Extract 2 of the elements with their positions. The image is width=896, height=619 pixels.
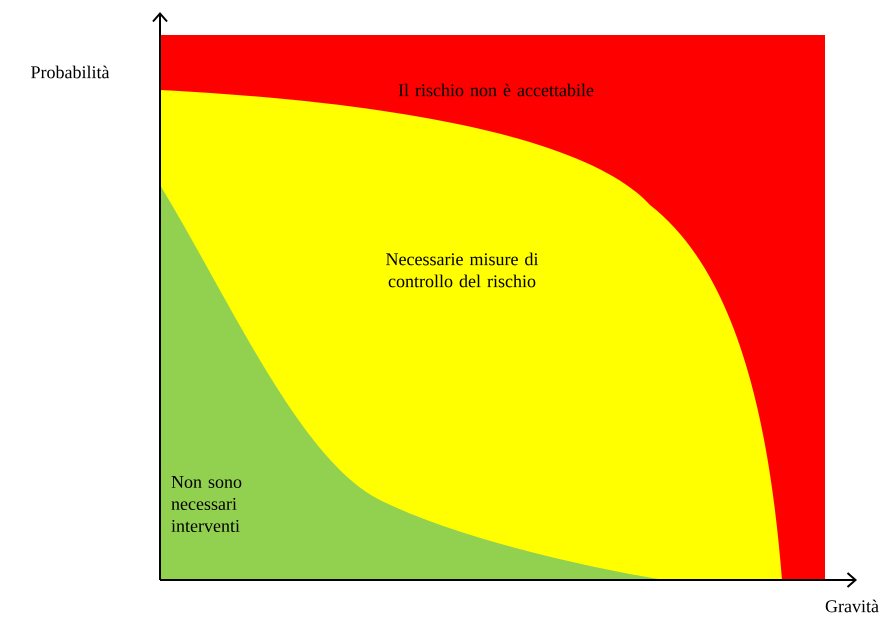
axis-label: Probabilità (31, 66, 110, 78)
axis-label: Gravità (826, 600, 879, 612)
